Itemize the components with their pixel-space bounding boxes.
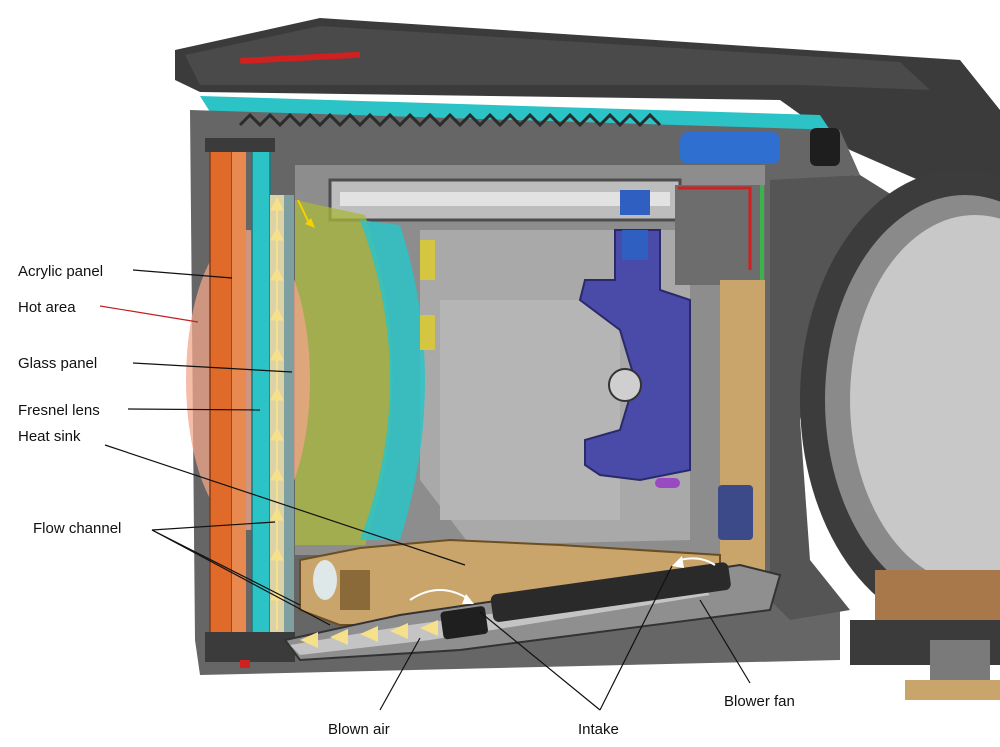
intake-arrowhead-right (672, 556, 684, 568)
leader-blower (699, 599, 751, 684)
front-panels (186, 138, 310, 668)
bottom-clip (205, 632, 295, 662)
blue-clip-lower (622, 230, 648, 260)
leader-flow-2 (151, 529, 331, 626)
lens-flow-arrow (297, 199, 311, 226)
leader-acrylic (132, 269, 233, 279)
top-cover-highlight (185, 26, 930, 90)
label-hot-area: Hot area (18, 299, 76, 316)
leader-lines (99, 269, 751, 711)
leader-hot (99, 305, 199, 323)
blower-fan (490, 562, 731, 622)
connector (718, 485, 753, 540)
intake-slot (440, 606, 488, 640)
black-knob (810, 128, 840, 166)
heat-sink-fin (340, 570, 370, 610)
leader-blown-air (379, 637, 421, 711)
top-glass-strip (200, 96, 830, 130)
purple-pin (655, 478, 680, 488)
lens-cyan-edge (360, 220, 425, 540)
label-glass-panel: Glass panel (18, 355, 97, 372)
label-blower-fan: Blower fan (724, 693, 795, 710)
label-intake: Intake (578, 721, 619, 738)
label-heat-sink: Heat sink (18, 428, 81, 445)
air-flow (270, 196, 716, 648)
top-red-strip (240, 51, 361, 64)
glass-panel (251, 149, 271, 641)
leader-glass (132, 362, 293, 373)
leader-flow-1 (151, 521, 276, 531)
cavity-inner-wall (440, 300, 620, 520)
bracket-body (578, 229, 691, 482)
blower-assembly (283, 562, 782, 662)
bottom-red-mark (240, 660, 250, 668)
leader-flow-3 (151, 529, 301, 606)
leader-intake-2 (599, 565, 673, 711)
zigzag-fins (238, 112, 662, 128)
round-motor (800, 170, 1000, 700)
lens-yellow-tabs (420, 240, 435, 350)
intake-arrow-left (409, 589, 471, 601)
intake-arrow-right (679, 557, 716, 566)
inner-glass (284, 195, 294, 635)
label-flow-channel: Flow channel (33, 520, 121, 537)
top-clip (205, 138, 275, 152)
labels: Acrylic panel Hot area Glass panel Fresn… (18, 263, 795, 738)
intake-arrowhead-left (462, 594, 474, 604)
blue-part-top (680, 132, 780, 164)
label-blown-air: Blown air (328, 721, 390, 738)
lens-flow-arrowhead (305, 218, 315, 228)
heat-sink-cap (313, 560, 337, 600)
motor-face (850, 215, 1000, 585)
fresnel-lens (295, 200, 393, 545)
bracket-hole (608, 368, 642, 402)
motor-tan-tab (905, 680, 1000, 700)
right-wall (770, 175, 900, 620)
leader-fresnel (127, 408, 261, 411)
acrylic-panel-inner (232, 150, 246, 640)
blue-clip (620, 190, 650, 215)
lens-assembly (295, 200, 435, 545)
top-rail-inner (340, 192, 670, 206)
purple-bracket (578, 190, 691, 488)
leader-heatsink (104, 444, 466, 566)
motor-bottom-wood (875, 570, 1000, 620)
leader-intake-1 (479, 611, 601, 711)
blown-air-arrows (300, 620, 438, 648)
red-accent-line (678, 186, 752, 270)
label-acrylic-panel: Acrylic panel (18, 263, 103, 280)
upward-arrows (270, 196, 284, 630)
label-fresnel-lens: Fresnel lens (18, 402, 100, 419)
